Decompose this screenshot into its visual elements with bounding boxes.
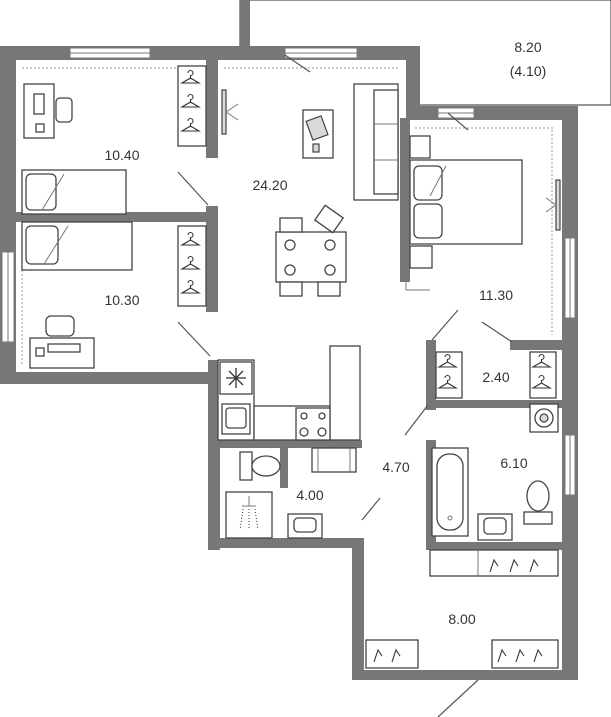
wardrobe-entry-top xyxy=(429,549,559,577)
dining-table xyxy=(275,204,347,297)
stove-icon xyxy=(295,407,331,441)
desk-set-bedroom-1 xyxy=(23,83,73,139)
wardrobe-bedroom-2 xyxy=(177,225,207,307)
living-area: 24.20 xyxy=(252,177,287,193)
wardrobe-bedroom-1 xyxy=(177,65,207,147)
doors xyxy=(177,54,513,717)
bathtub xyxy=(431,447,469,537)
tv-icon-master xyxy=(545,179,561,231)
bath-area: 6.10 xyxy=(500,455,527,471)
closet-area: 2.40 xyxy=(482,369,509,385)
washing-machine-icon xyxy=(529,403,559,433)
bedroom-1-area: 10.40 xyxy=(104,147,139,163)
balcony-note: (4.10) xyxy=(510,63,547,79)
desk-set-bedroom-2 xyxy=(29,315,95,369)
master-area: 11.30 xyxy=(479,287,513,303)
room-labels: 8.20 (4.10) 10.40 10.30 24.20 11.30 2.40… xyxy=(104,39,546,627)
bedroom-2-area: 10.30 xyxy=(104,292,139,308)
wardrobe-closet xyxy=(435,351,557,399)
sink-wc xyxy=(287,513,323,539)
coffee-table xyxy=(302,109,334,159)
entry-area: 8.00 xyxy=(448,611,475,627)
bed-bedroom-1 xyxy=(21,169,127,215)
bed-master xyxy=(409,135,523,269)
hall-area: 4.70 xyxy=(382,459,409,475)
bed-bedroom-2 xyxy=(21,221,133,271)
shower-icon xyxy=(225,491,273,539)
wc-area: 4.00 xyxy=(296,487,323,503)
kitchen-sink xyxy=(221,403,251,435)
sink-bath xyxy=(477,513,513,541)
windows xyxy=(1,47,576,496)
toilet-wc xyxy=(239,451,281,481)
toilet-bath xyxy=(523,480,553,525)
snowflake-icon xyxy=(219,361,253,395)
wardrobe-entry-right xyxy=(491,639,559,669)
sofa xyxy=(353,83,399,201)
shelf-wc xyxy=(311,447,357,473)
balcony-area: 8.20 xyxy=(514,39,541,55)
tv-icon xyxy=(221,89,239,135)
wardrobe-entry-left xyxy=(365,639,419,669)
